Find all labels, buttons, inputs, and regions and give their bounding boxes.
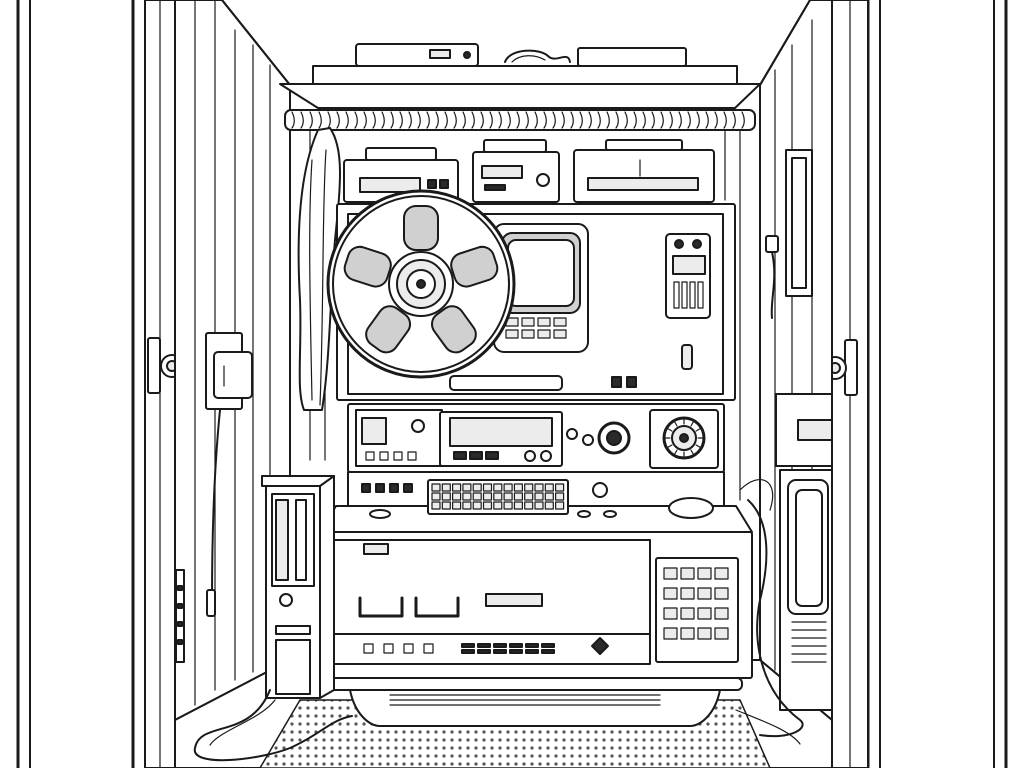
reel-spoke-hole — [430, 305, 477, 354]
reel-spoke-hole — [403, 205, 439, 251]
keyboard-deck — [319, 471, 753, 533]
tower-unit — [193, 475, 353, 762]
lower-cabinet — [319, 531, 753, 727]
upper-devices — [343, 139, 715, 203]
reel-to-reel-icon — [326, 189, 516, 379]
left-door — [144, 0, 184, 768]
curtain-rod — [284, 109, 756, 131]
right-wall-items — [735, 149, 833, 745]
hanging-cloth — [297, 127, 341, 411]
reel-spoke-hole — [450, 245, 499, 288]
top-shelf — [279, 43, 761, 109]
control-panel-middle — [347, 403, 725, 473]
keyboard-icon — [427, 479, 569, 515]
power-outlet-icon — [175, 332, 253, 663]
crt-monitor-icon — [449, 223, 589, 391]
reel-spoke-hole — [365, 305, 412, 354]
rotary-dial-icon — [649, 409, 719, 469]
console-switch-panel — [611, 233, 711, 388]
reel-spoke-hole — [343, 245, 392, 288]
